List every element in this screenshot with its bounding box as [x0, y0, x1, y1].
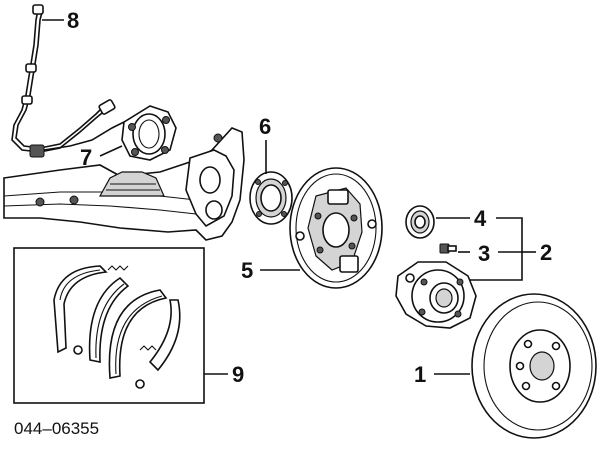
axle-beam — [3, 127, 245, 241]
callout-7: 7 — [80, 145, 92, 170]
callout-8: 8 — [67, 8, 79, 33]
axle-hub — [395, 261, 477, 329]
callout-1: 1 — [414, 362, 426, 387]
callout-2: 2 — [540, 240, 552, 265]
diagram-code: 044–06355 — [14, 419, 99, 438]
brake-shoe-set — [13, 247, 205, 404]
hub-bearing — [405, 205, 435, 239]
speed-sensor-wire — [11, 4, 125, 158]
callout-6: 6 — [259, 114, 271, 139]
callout-5: 5 — [241, 258, 253, 283]
callout-4: 4 — [474, 206, 487, 231]
callout-3: 3 — [478, 241, 490, 266]
leader-lines — [42, 19, 536, 375]
hub-bolt — [439, 243, 457, 254]
hub-seal — [249, 171, 293, 225]
brake-backing-plate — [289, 167, 383, 289]
callout-9: 9 — [232, 362, 244, 387]
brake-drum — [471, 293, 597, 439]
sensor-plate — [121, 105, 177, 161]
